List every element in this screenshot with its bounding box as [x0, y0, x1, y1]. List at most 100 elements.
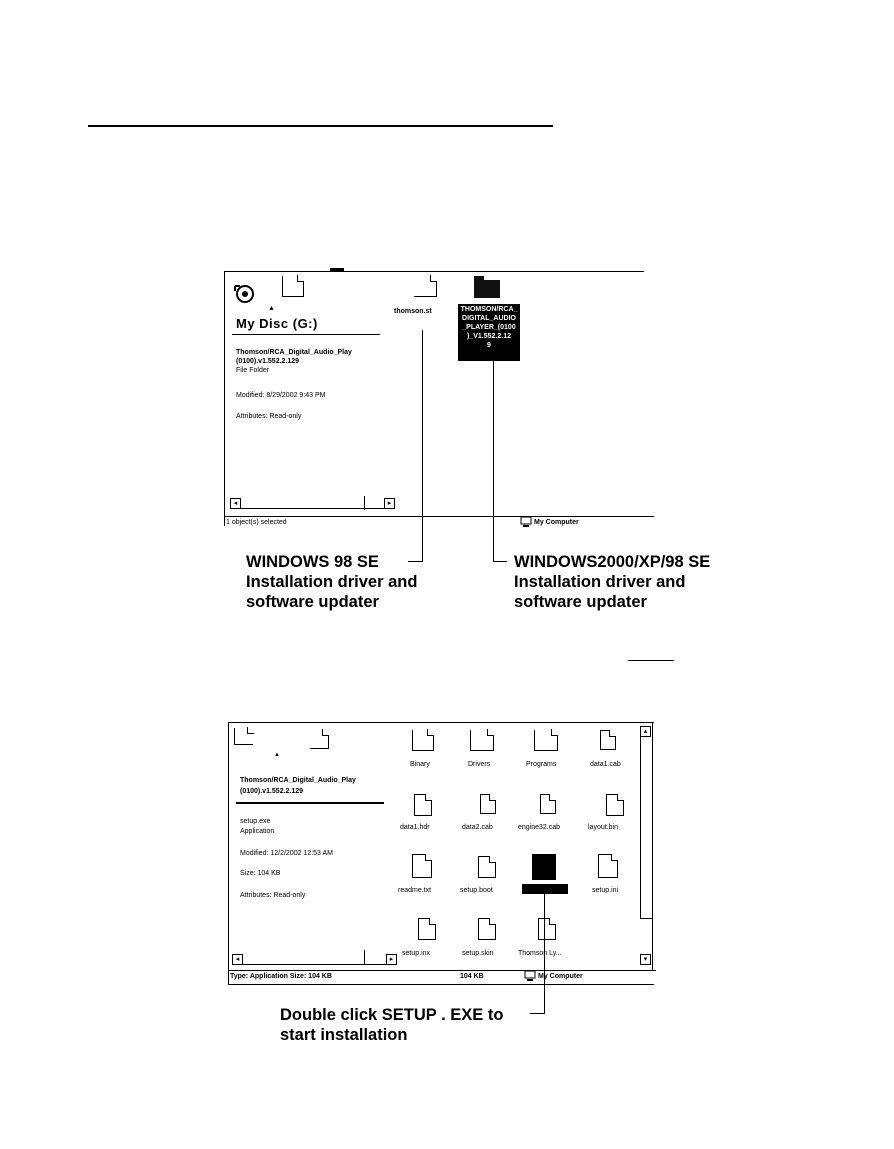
folder-selected-icon[interactable] — [474, 276, 500, 298]
scrollbar-track[interactable] — [242, 964, 390, 965]
right-callout-line-1: WINDOWS2000/XP/98 SE — [514, 553, 711, 571]
status-left: 1 object(s) selected — [226, 519, 287, 526]
status-right: My Computer — [534, 519, 579, 526]
setup-callout-line-1: Double click SETUP . EXE to — [280, 1006, 504, 1024]
window-bottom-border — [228, 984, 654, 985]
engine32-cab-icon[interactable] — [540, 794, 556, 814]
status-bar-top-border — [228, 970, 656, 971]
back-icon[interactable] — [234, 727, 254, 745]
icon-label-12[interactable]: setup.ini — [592, 887, 619, 894]
icon-label-4[interactable]: data1.cab — [590, 761, 621, 768]
right-callout-line-3: software updater — [514, 593, 647, 611]
info-title-line-1: Thomson/RCA_Digital_Audio_Play — [240, 777, 356, 784]
explorer-screenshot-1: ▲ My Disc (G:) Thomson/RCA_Digital_Audio… — [224, 268, 654, 533]
selected-folder-label[interactable]: THOMSON/RCA_ DIGITAL_AUDIO _PLAYER_(0100… — [458, 304, 520, 361]
scrollbar-track[interactable] — [232, 508, 390, 509]
info-title-line-2: (0100).v1.552.2.129 — [240, 788, 304, 795]
icon-label-10[interactable]: setup.boot — [460, 887, 493, 894]
readme-txt-icon[interactable] — [412, 854, 432, 878]
icon-label-15[interactable]: Thomson Ly... — [518, 950, 562, 957]
setup-callout-tick — [530, 1013, 545, 1014]
selected-line-5: 9 — [487, 342, 491, 349]
explorer-screenshot-2: ▲ Thomson/RCA_Digital_Audio_Play (0100).… — [228, 722, 656, 990]
scroll-right-button[interactable]: ▸ — [386, 954, 397, 965]
scroll-thumb-edge — [364, 496, 365, 510]
setup-boot-icon[interactable] — [478, 856, 496, 878]
file-label[interactable]: thomson.st — [394, 308, 432, 315]
scroll-thumb[interactable] — [640, 736, 652, 919]
window-top-border — [224, 271, 644, 272]
window-right-border — [652, 722, 653, 970]
icon-label-2[interactable]: Drivers — [468, 761, 491, 768]
status-mid: 104 KB — [460, 973, 484, 980]
left-callout-line-3: software updater — [246, 593, 379, 611]
icon-label-3[interactable]: Programs — [526, 761, 557, 768]
setup-callout-line-2: start installation — [280, 1026, 408, 1044]
setup-exe-icon[interactable] — [532, 854, 556, 880]
info-line-2: (0100).v1.552.2.129 — [236, 358, 300, 365]
pane-divider — [232, 334, 380, 335]
scroll-thumb-edge — [364, 950, 365, 964]
computer-icon — [520, 516, 532, 527]
info-line-1: Thomson/RCA_Digital_Audio_Play — [236, 349, 352, 356]
scroll-right-button[interactable]: ▸ — [384, 498, 395, 509]
pane-title: My Disc (G:) — [236, 316, 318, 331]
scroll-down-button[interactable]: ▾ — [640, 954, 651, 965]
toolbar-mark — [330, 268, 344, 271]
size-text: Size: 104 KB — [240, 870, 281, 877]
binary-folder-icon[interactable] — [412, 729, 434, 751]
icon-label-5[interactable]: data1.hdr — [400, 824, 430, 831]
scroll-up-button[interactable]: ▴ — [640, 726, 651, 737]
setup-exe-label-selected[interactable] — [522, 884, 568, 894]
right-callout-leader — [493, 360, 494, 562]
thomson-ly-icon[interactable] — [538, 918, 556, 940]
up-icon — [282, 275, 304, 297]
icon-label-13[interactable]: setup.inx — [402, 950, 431, 957]
setup-ini-icon[interactable] — [598, 854, 618, 878]
file-icon[interactable] — [414, 275, 437, 297]
data2-cab-icon[interactable] — [480, 794, 496, 814]
pane-divider — [236, 802, 384, 804]
programs-folder-icon[interactable] — [534, 729, 558, 751]
computer-icon — [524, 970, 536, 981]
icon-label-8[interactable]: layout.bin — [588, 824, 618, 831]
setup-skin-icon[interactable] — [478, 918, 496, 940]
selected-line-4: )_V1.552.2.12 — [467, 333, 511, 340]
file-name: setup.exe — [240, 818, 271, 825]
scroll-left-button[interactable]: ◂ — [230, 498, 241, 509]
data1-hdr-icon[interactable] — [414, 794, 432, 816]
data1-cab-icon[interactable] — [600, 730, 616, 750]
modified-text: Modified: 12/2/2002 12:53 AM — [240, 850, 334, 857]
icon-label-1[interactable]: Binary — [410, 761, 430, 768]
up-icon[interactable] — [310, 729, 329, 749]
icon-label-14[interactable]: setup.skin — [462, 950, 494, 957]
left-callout-line-2: Installation driver and — [246, 573, 418, 591]
window-top-border — [228, 722, 654, 723]
right-callout-line-2: Installation driver and — [514, 573, 686, 591]
small-rule — [628, 660, 674, 661]
right-callout-tick — [493, 561, 507, 562]
status-right: My Computer — [538, 973, 583, 980]
setup-inx-icon[interactable] — [418, 918, 436, 940]
window-left-border — [228, 722, 229, 984]
icon-label-7[interactable]: engine32.cab — [518, 824, 561, 831]
scroll-left-button[interactable]: ◂ — [232, 954, 243, 965]
top-rule — [88, 125, 553, 127]
left-callout-leader — [422, 330, 423, 562]
status-bar-top-border — [224, 516, 654, 517]
caret-icon: ▲ — [268, 305, 275, 312]
selected-line-3: _PLAYER_(0100 — [462, 324, 516, 331]
drivers-folder-icon[interactable] — [470, 729, 494, 751]
selected-line-2: DIGITAL_AUDIO — [462, 315, 516, 322]
left-callout-line-1: WINDOWS 98 SE — [246, 553, 379, 571]
icon-label-6[interactable]: data2.cab — [462, 824, 493, 831]
selected-line-1: THOMSON/RCA_ — [460, 306, 518, 313]
left-callout-tick — [408, 561, 423, 562]
attributes-text: Attributes: Read-only — [236, 413, 302, 420]
layout-bin-icon[interactable] — [606, 794, 624, 816]
caret-icon: ▲ — [274, 752, 280, 758]
attributes-text: Attributes: Read-only — [240, 892, 306, 899]
icon-label-9[interactable]: readme.txt — [398, 887, 432, 894]
modified-text: Modified: 8/29/2002 9:43 PM — [236, 392, 326, 399]
disc-gear-icon — [234, 285, 254, 303]
